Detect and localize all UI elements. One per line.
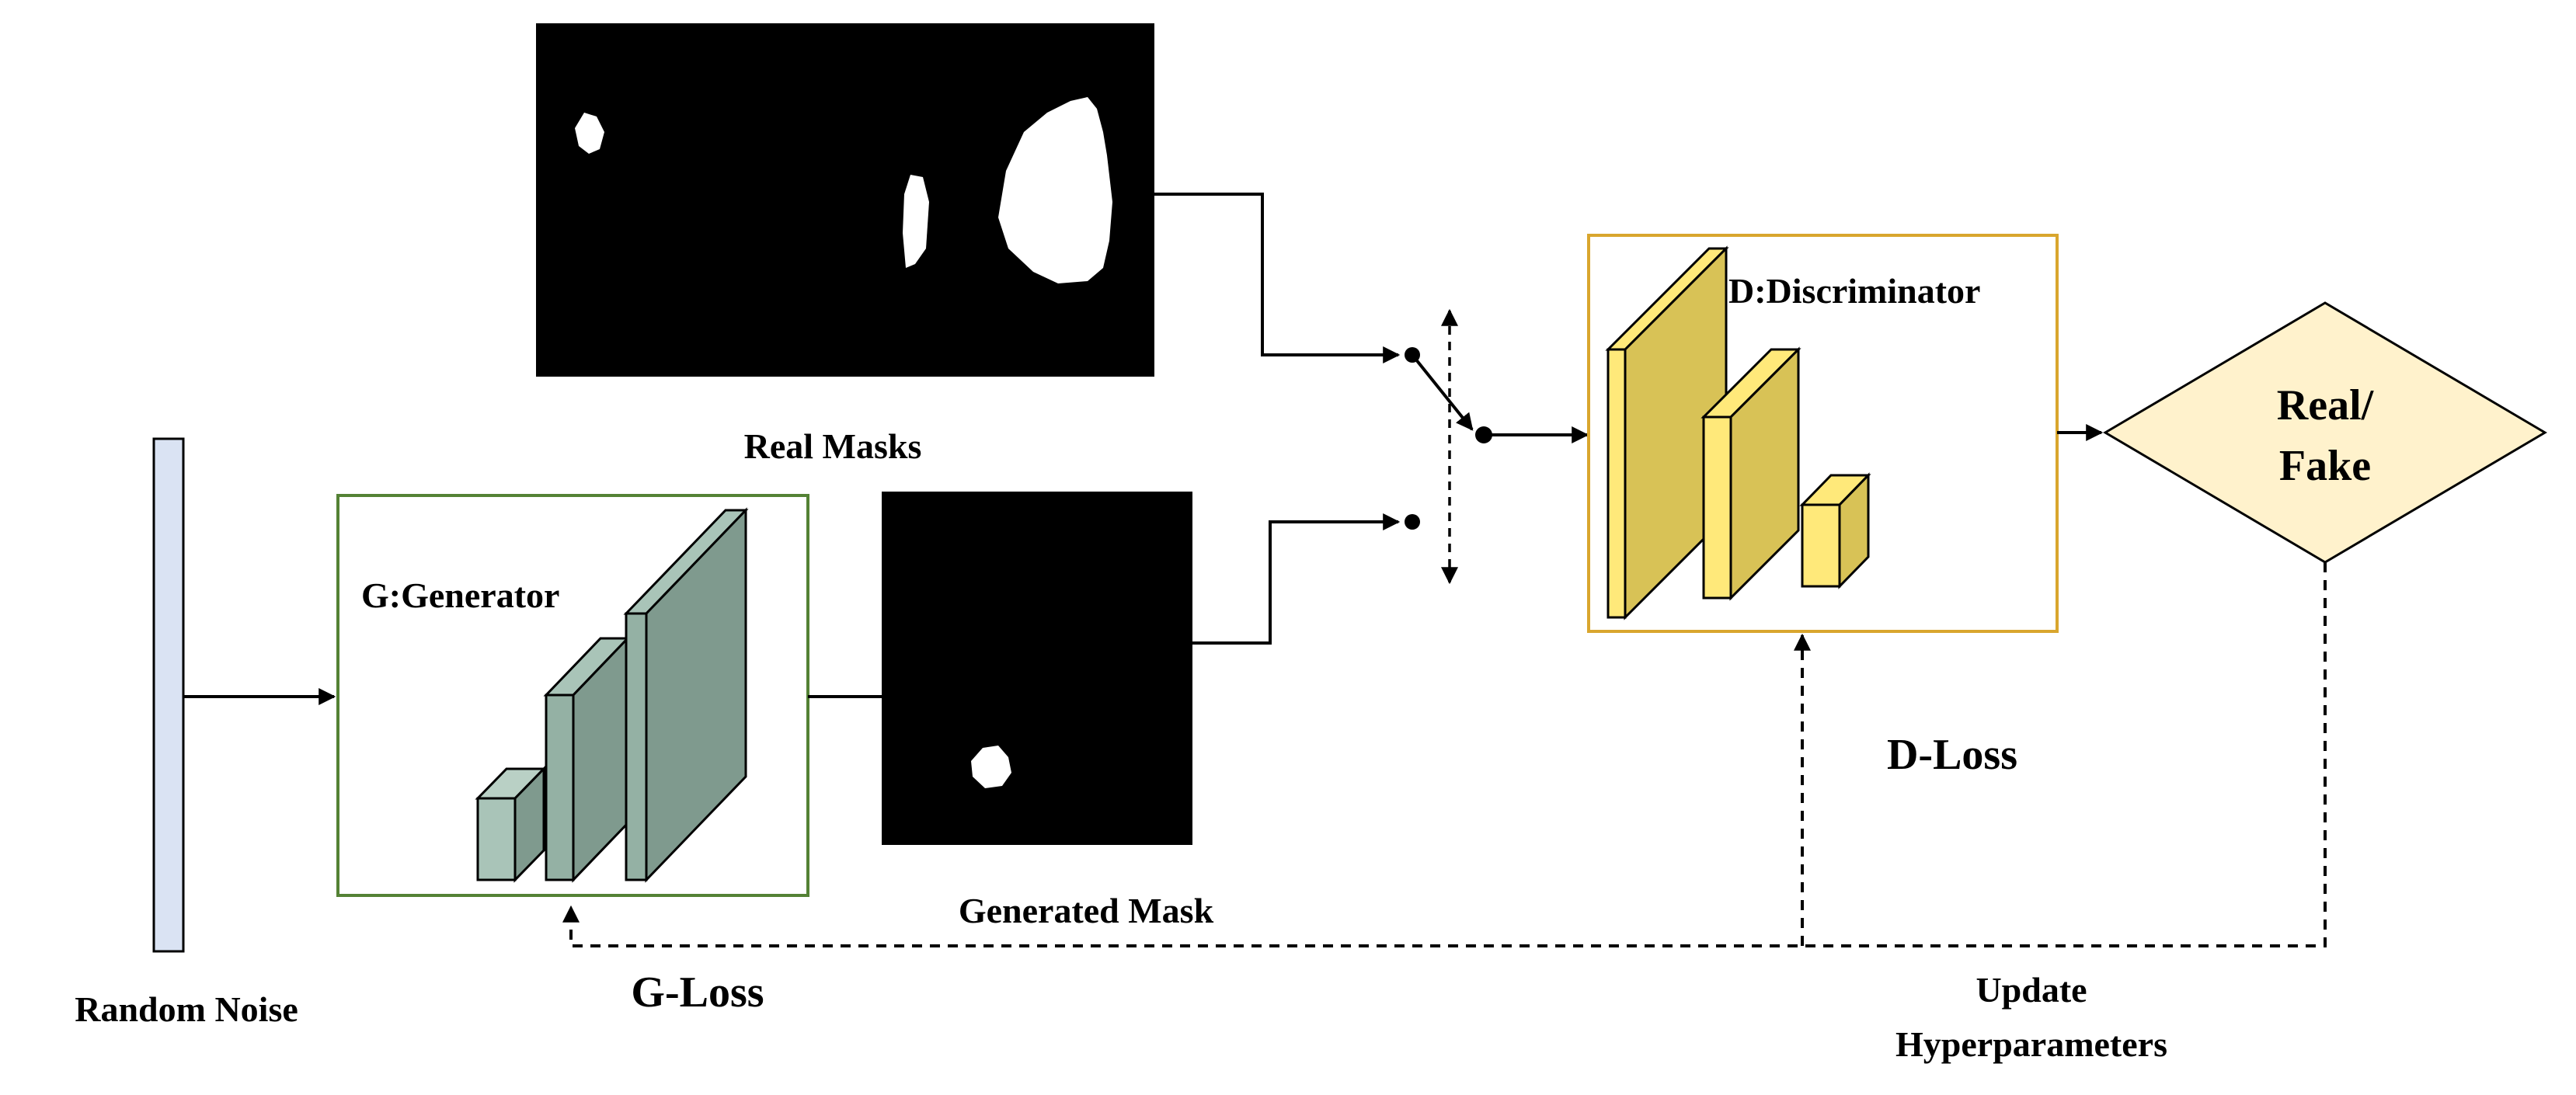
- g-loss-label: G-Loss: [631, 968, 764, 1017]
- discriminator-layer-2: [1701, 346, 1801, 601]
- generated-mask-blob: [971, 746, 1011, 788]
- feedback-dashed-line: [562, 562, 2327, 947]
- generated-mask-image: [882, 492, 1192, 845]
- discriminator-layer-3: [1799, 472, 1871, 589]
- generated-mask-label: Generated Mask: [959, 891, 1214, 930]
- discriminator-label: D:Discriminator: [1728, 271, 1980, 311]
- real-masks-image: [536, 23, 1154, 377]
- random-noise-label: Random Noise: [75, 989, 298, 1029]
- generator-layer-3: [623, 507, 749, 883]
- d-loss-label: D-Loss: [1887, 731, 2017, 779]
- decision-label-line2: Fake: [2279, 442, 2371, 490]
- real-mask-blob-3: [998, 97, 1112, 283]
- real-mask-blob-2: [903, 175, 929, 268]
- real-fake-decision: [2103, 301, 2547, 564]
- generated-mask-connector: [1192, 513, 1401, 645]
- real-masks-connector: [1154, 193, 1401, 363]
- generator-layer-2: [543, 635, 631, 883]
- real-mask-blob-1: [575, 113, 604, 154]
- generator-label: G:Generator: [361, 575, 559, 615]
- random-noise-vector: [152, 437, 185, 953]
- update-label-line2: Hyperparameters: [1895, 1024, 2167, 1064]
- decision-label-line1: Real/: [2277, 381, 2375, 429]
- real-masks-label: Real Masks: [744, 426, 922, 466]
- update-label-line1: Update: [1976, 970, 2087, 1010]
- input-switch: [1411, 308, 1492, 585]
- generator-layer-1: [475, 766, 547, 883]
- discriminator-layer-1: [1605, 245, 1729, 620]
